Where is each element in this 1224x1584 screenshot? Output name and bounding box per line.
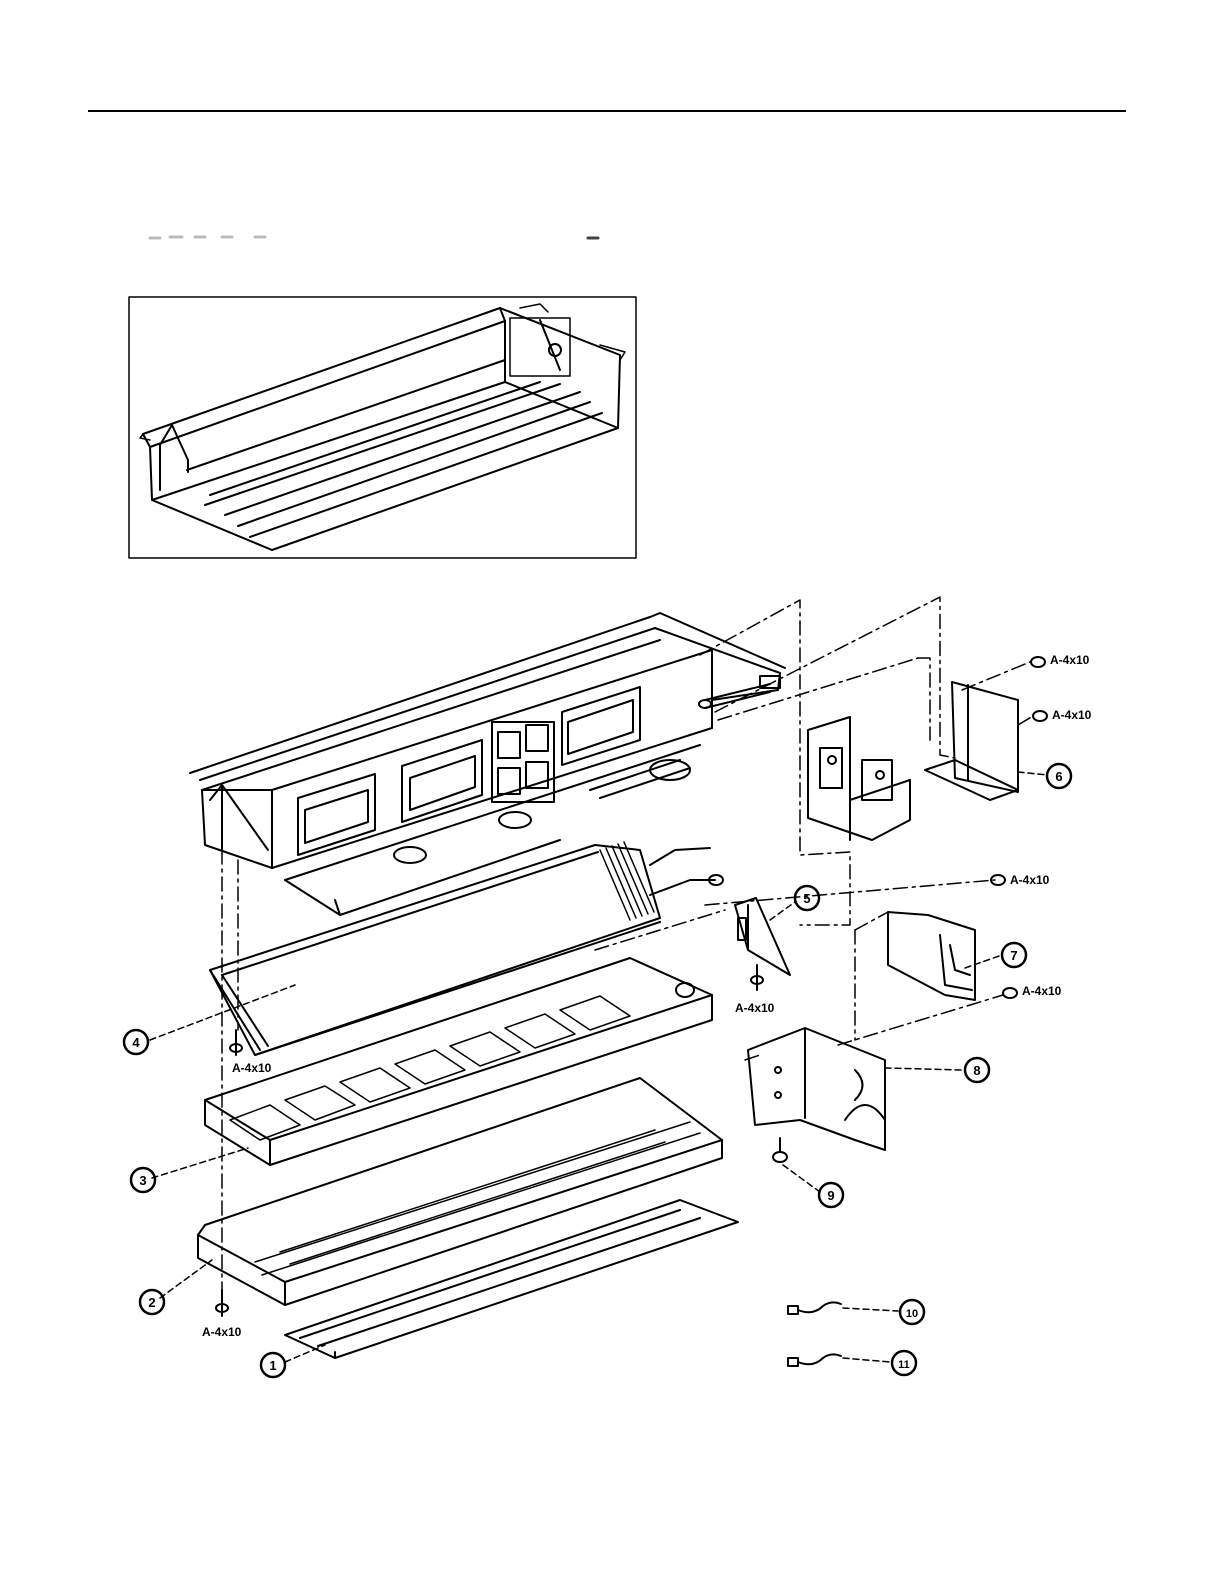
base-panel xyxy=(198,1078,722,1305)
bottom-cover xyxy=(285,1200,738,1358)
electric-box-plate xyxy=(748,1028,885,1150)
sensor-11 xyxy=(788,1354,841,1366)
screw-label-base-left: A-4x10 xyxy=(202,1325,242,1339)
evaporator-coil xyxy=(210,842,723,1055)
control-box xyxy=(808,717,910,840)
sensor-10 xyxy=(788,1302,841,1314)
callout-4-number: 4 xyxy=(132,1035,140,1050)
main-chassis xyxy=(190,613,785,915)
callout-1-number: 1 xyxy=(269,1358,276,1373)
scan-marks xyxy=(150,237,598,238)
callout-3-number: 3 xyxy=(139,1173,146,1188)
callout-11-number: 11 xyxy=(898,1359,910,1371)
screw-label-control-cover-bottom: A-4x10 xyxy=(1022,984,1062,998)
screw-label-fan-cover-top: A-4x10 xyxy=(1050,653,1090,667)
callout-10-number: 10 xyxy=(906,1308,918,1320)
screw-label-bracket-bottom: A-4x10 xyxy=(735,1001,775,1015)
screw-label-fan-cover-bottom: A-4x10 xyxy=(1052,708,1092,722)
callout-9-number: 9 xyxy=(827,1188,834,1203)
assembled-unit-inset xyxy=(129,297,636,558)
callout-leaders xyxy=(150,772,1047,1362)
grounding-screw xyxy=(773,1138,787,1162)
fan-motor-cover xyxy=(925,682,1018,800)
callout-7-number: 7 xyxy=(1010,948,1017,963)
screw-label-control-cover-top: A-4x10 xyxy=(1010,873,1050,887)
callout-6-number: 6 xyxy=(1055,769,1062,784)
control-cover xyxy=(888,912,975,1000)
callout-2-number: 2 xyxy=(148,1295,155,1310)
screw-label-evaporator-left: A-4x10 xyxy=(232,1061,272,1075)
side-bracket xyxy=(735,898,790,975)
callout-8-number: 8 xyxy=(973,1063,980,1078)
callout-5-number: 5 xyxy=(803,891,810,906)
